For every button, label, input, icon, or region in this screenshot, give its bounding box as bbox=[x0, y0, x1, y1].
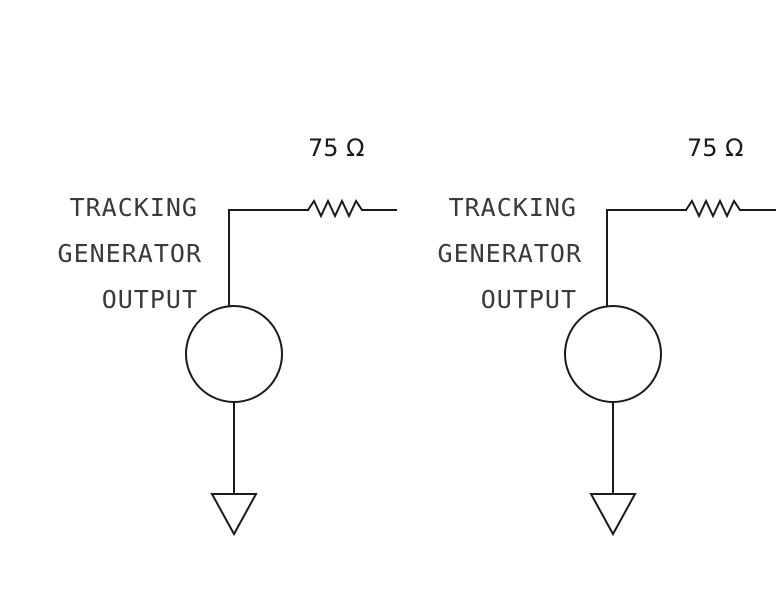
resistor-value-label: 75 Ω bbox=[308, 134, 365, 162]
ac-source-circle-icon bbox=[564, 305, 662, 403]
label-line-output: OUTPUT bbox=[102, 285, 198, 314]
label-line-generator: GENERATOR bbox=[438, 239, 582, 268]
circuit-1: 75 Ω TRACKING GENERATOR OUTPUT bbox=[58, 134, 397, 537]
ac-source-circle-icon bbox=[185, 305, 283, 403]
wire-source-to-resistor bbox=[228, 209, 309, 307]
resistor-zigzag-icon bbox=[684, 198, 776, 219]
resistor-zigzag-icon bbox=[306, 198, 397, 219]
ground-triangle-icon bbox=[210, 493, 258, 537]
circuit-2: 75 Ω TRACKING GENERATOR OUTPUT bbox=[438, 134, 776, 537]
label-line-output: OUTPUT bbox=[481, 285, 577, 314]
label-line-tracking: TRACKING bbox=[449, 193, 577, 222]
label-line-generator: GENERATOR bbox=[58, 239, 202, 268]
wire-source-to-resistor bbox=[606, 209, 687, 307]
label-line-tracking: TRACKING bbox=[70, 193, 198, 222]
resistor-value-label: 75 Ω bbox=[687, 134, 744, 162]
ground-triangle-icon bbox=[589, 493, 637, 537]
